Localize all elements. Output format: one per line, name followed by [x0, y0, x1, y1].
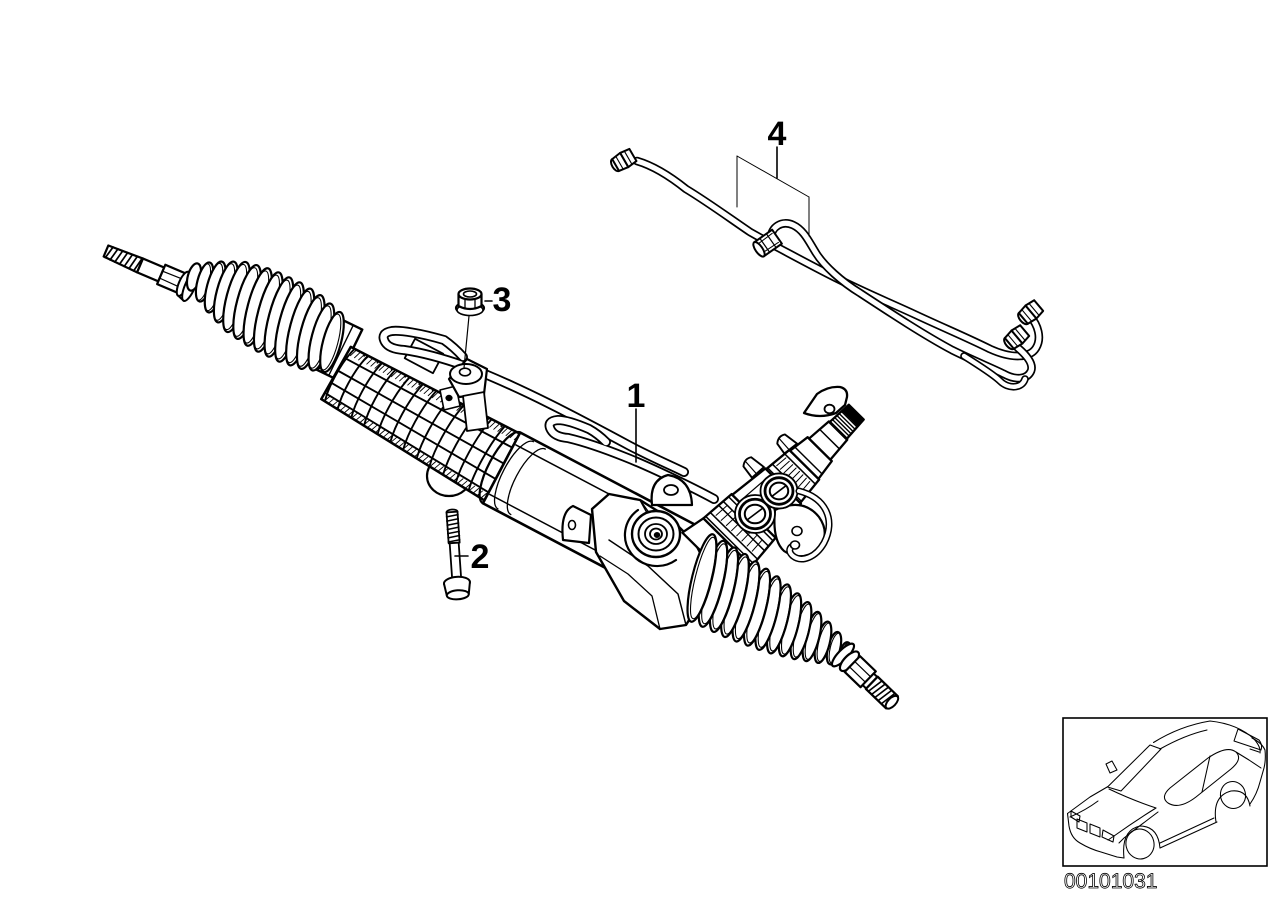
svg-text:4: 4	[768, 115, 787, 153]
svg-text:3: 3	[493, 281, 512, 319]
svg-text:00101031: 00101031	[1064, 870, 1157, 893]
svg-text:1: 1	[627, 377, 646, 415]
svg-text:2: 2	[471, 538, 490, 576]
